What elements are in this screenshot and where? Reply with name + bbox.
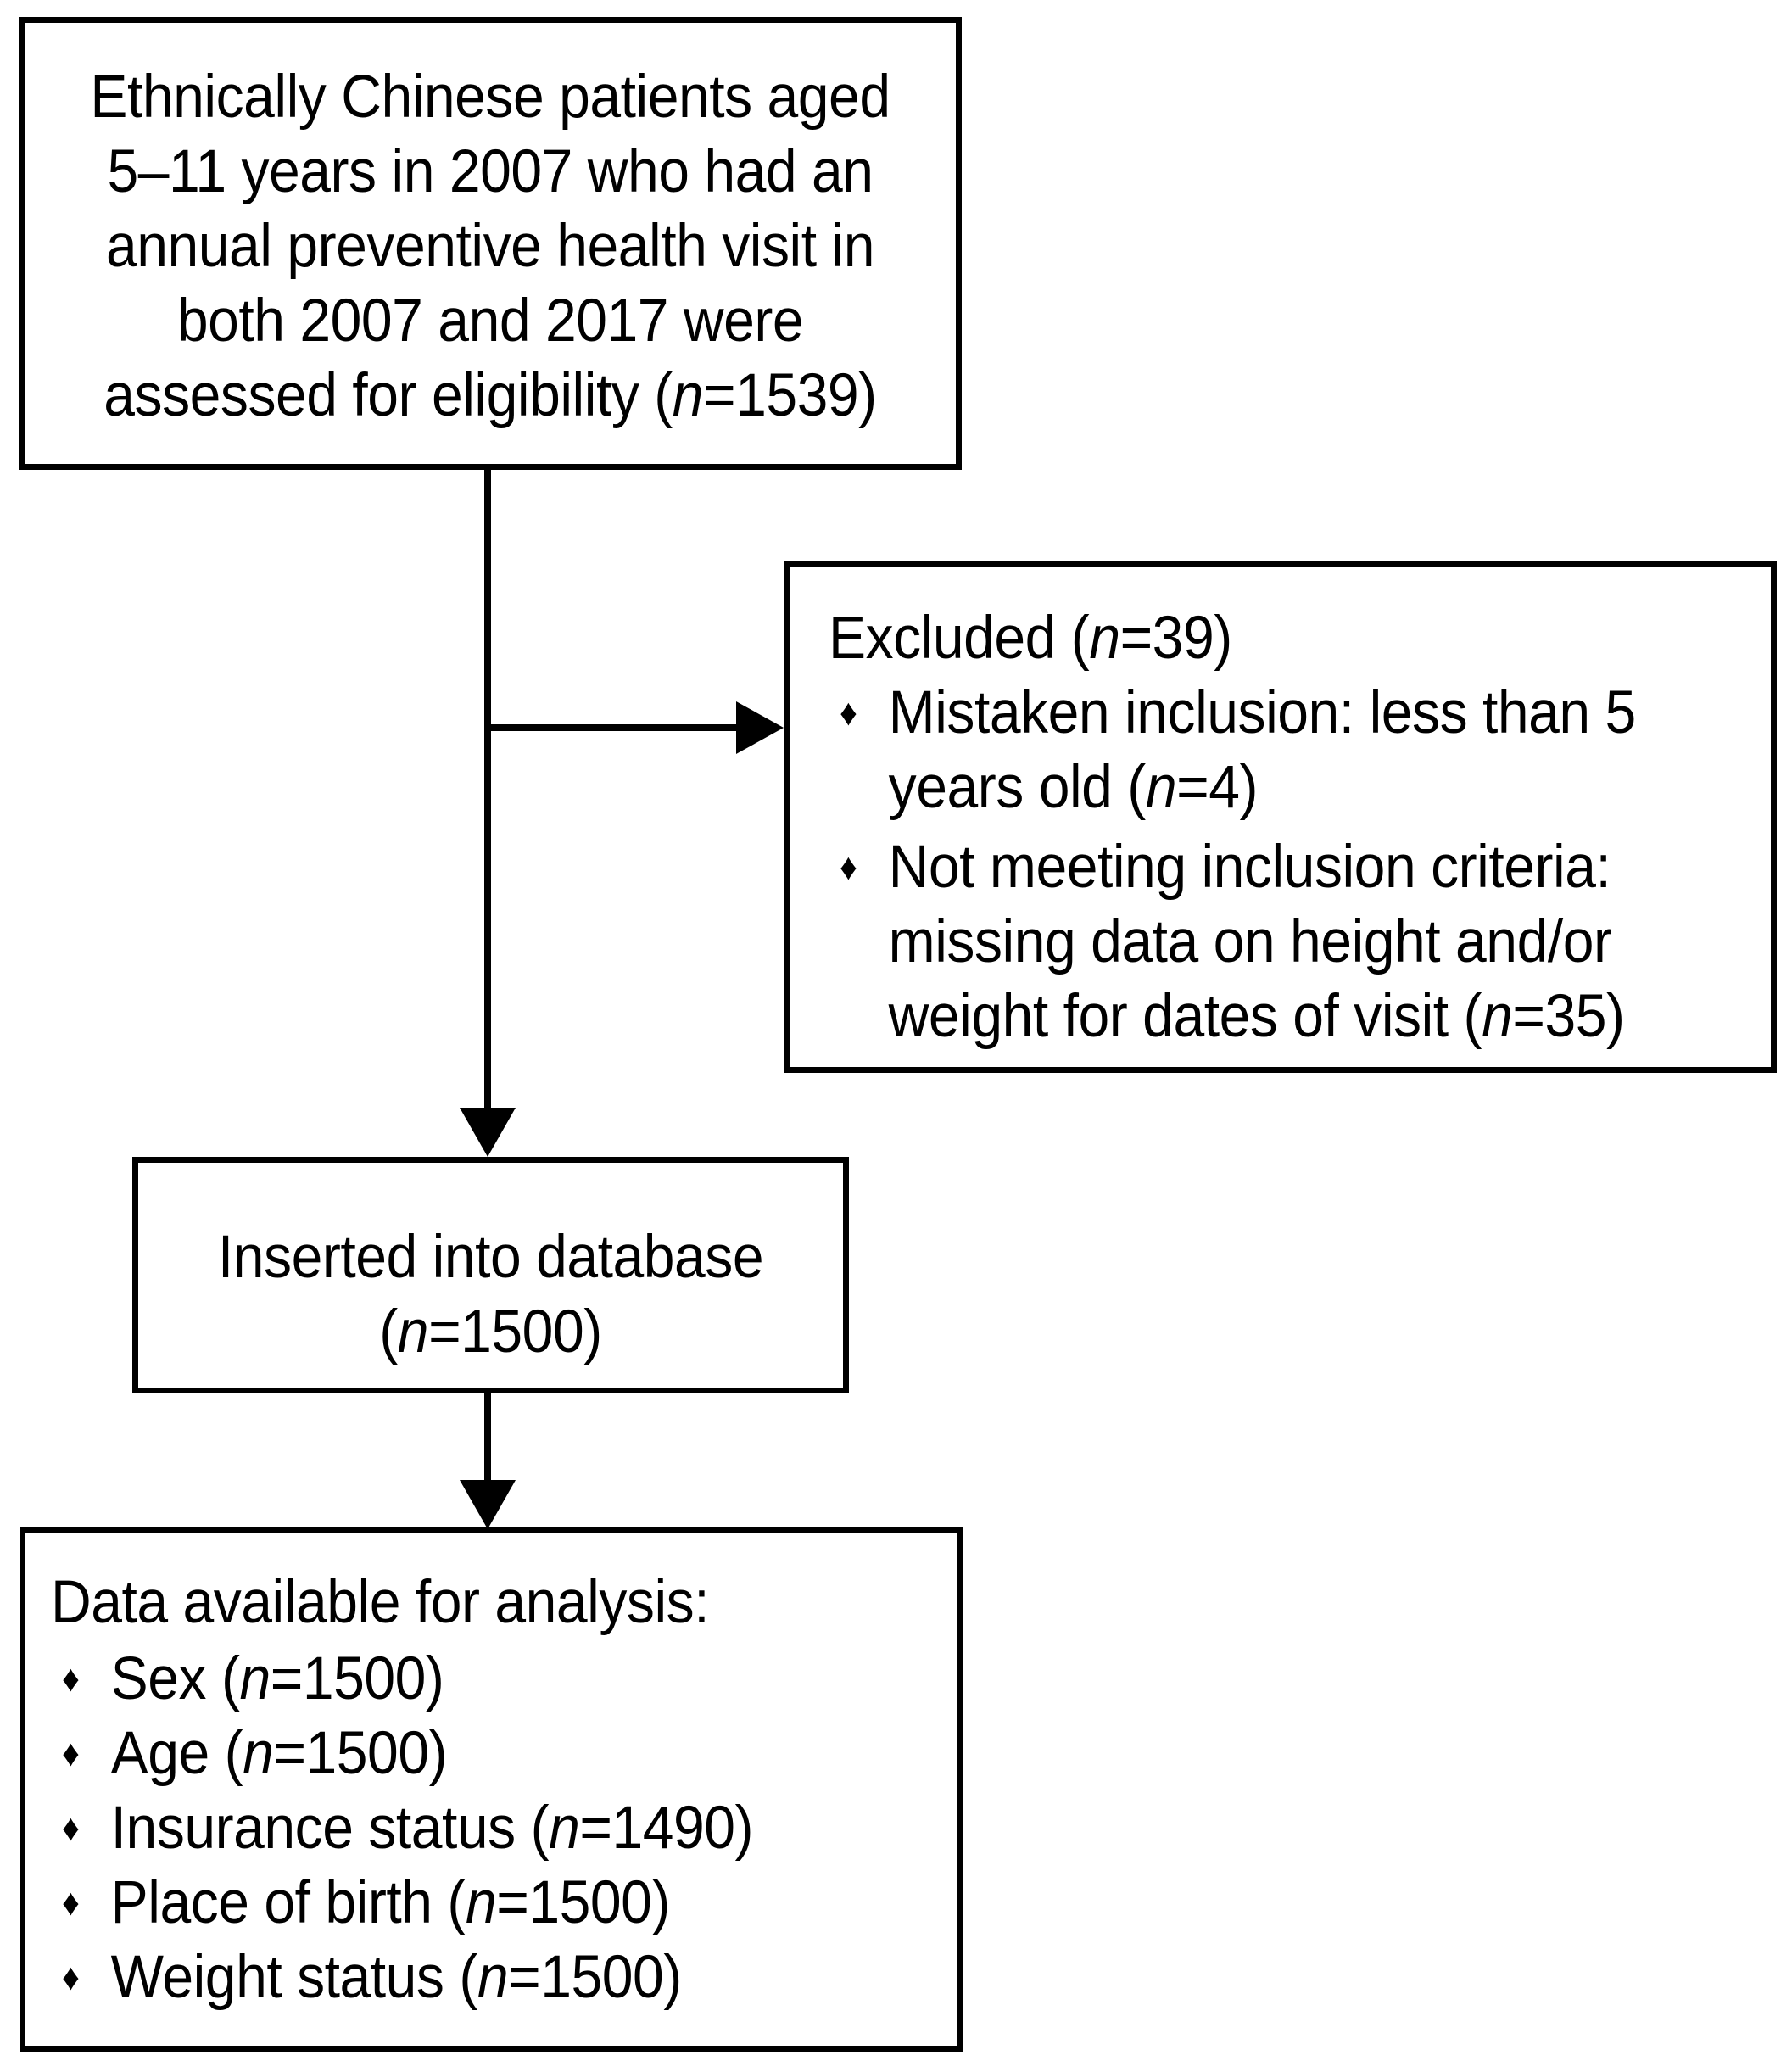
box-inserted-text: Inserted into database (n=1500) (179, 1220, 803, 1370)
eligibility-n-value: =1539) (703, 362, 877, 429)
eligibility-line-5: assessed for eligibility ( (103, 362, 673, 429)
excluded-item-1-n-value: =35) (1512, 983, 1625, 1050)
arrowhead-into-excluded-box (736, 701, 784, 754)
box-data-available: Data available for analysis: ♦Sex (n=150… (20, 1527, 963, 2052)
diamond-bullet-icon: ♦ (62, 1807, 80, 1849)
excluded-item-0-n-value: =4) (1176, 754, 1258, 821)
arrowhead-into-inserted-box (460, 1108, 516, 1157)
list-item: ♦ Age (n=1500) (51, 1717, 878, 1791)
data-item-1-n-symbol: n (243, 1720, 274, 1787)
excluded-header-n-value: =39) (1119, 605, 1233, 672)
box-eligibility-text: Ethnically Chinese patients aged 5–11 ye… (78, 60, 903, 433)
list-item: ♦ Mistaken inclusion: less than 5 years o… (829, 676, 1683, 825)
eligibility-line-4: both 2007 and 2017 were (176, 288, 804, 355)
list-item: ♦ Insurance status (n=1490) (51, 1791, 878, 1866)
data-available-list: ♦Sex (n=1500) ♦Age (n=1500) ♦Insurance s… (51, 1642, 940, 2015)
excluded-header: Excluded (n=39) (829, 601, 1232, 676)
diamond-bullet-icon: ♦ (62, 1733, 80, 1774)
eligibility-n-symbol: n (672, 362, 704, 429)
excluded-item-0-n-symbol: n (1145, 754, 1177, 821)
box-eligibility: Ethnically Chinese patients aged 5–11 ye… (19, 17, 962, 470)
eligibility-line-2: 5–11 years in 2007 who had an (107, 138, 874, 205)
inserted-n-symbol: n (397, 1298, 429, 1366)
data-item-2-text: Insurance status ( (110, 1795, 550, 1862)
eligibility-line-1: Ethnically Chinese patients aged (90, 64, 890, 131)
box-excluded: Excluded (n=39) ♦Mistaken inclusion: les… (784, 561, 1777, 1073)
data-item-0-text: Sex ( (110, 1645, 240, 1712)
data-item-3-n-value: =1500) (496, 1869, 670, 1936)
data-available-header: Data available for analysis: (51, 1569, 710, 1636)
excluded-header-label: Excluded ( (829, 605, 1090, 672)
list-item: ♦ Not meeting inclusion criteria: missing… (829, 830, 1683, 1054)
data-item-2-n-value: =1490) (579, 1795, 754, 1862)
connector-vertical-spine (484, 470, 491, 1109)
data-item-1-text: Age ( (110, 1720, 243, 1787)
excluded-item-0-text: Mistaken inclusion: less than 5 years ol… (888, 679, 1637, 821)
eligibility-line-3: annual preventive health visit in (106, 213, 874, 280)
data-item-4-n-symbol: n (477, 1944, 509, 2011)
excluded-reason-list: ♦ Mistaken inclusion: less than 5 years o… (829, 676, 1747, 1059)
connector-vertical-inserted-to-data (484, 1393, 491, 1482)
diamond-bullet-icon: ♦ (62, 1882, 80, 1924)
data-item-3-text: Place of birth ( (110, 1869, 466, 1936)
data-item-3-n-symbol: n (465, 1869, 497, 1936)
list-item: ♦ Place of birth (n=1500) (51, 1866, 878, 1941)
excluded-item-1-text: Not meeting inclusion criteria: missing … (888, 834, 1612, 1050)
list-item: ♦ Weight status (n=1500) (51, 1941, 878, 2015)
data-item-0-n-symbol: n (239, 1645, 271, 1712)
diamond-bullet-icon: ♦ (62, 1658, 80, 1700)
data-item-1-n-value: =1500) (273, 1720, 448, 1787)
excluded-item-1-n-symbol: n (1482, 983, 1513, 1050)
inserted-line-1: Inserted into database (217, 1224, 764, 1291)
inserted-paren-open: ( (379, 1298, 398, 1366)
list-item: ♦ Sex (n=1500) (51, 1642, 878, 1717)
data-item-4-n-value: =1500) (508, 1944, 682, 2011)
box-inserted-into-database: Inserted into database (n=1500) (132, 1157, 849, 1393)
excluded-header-n-symbol: n (1089, 605, 1120, 672)
data-item-0-n-value: =1500) (270, 1645, 444, 1712)
diamond-bullet-icon: ♦ (840, 846, 857, 888)
diamond-bullet-icon: ♦ (840, 692, 857, 734)
data-item-4-text: Weight status ( (110, 1944, 478, 2011)
diamond-bullet-icon: ♦ (62, 1957, 80, 1998)
inserted-n-value: =1500) (428, 1298, 602, 1366)
connector-horizontal-to-excluded (484, 724, 739, 731)
data-item-2-n-symbol: n (549, 1795, 580, 1862)
arrowhead-into-data-box (460, 1480, 516, 1529)
